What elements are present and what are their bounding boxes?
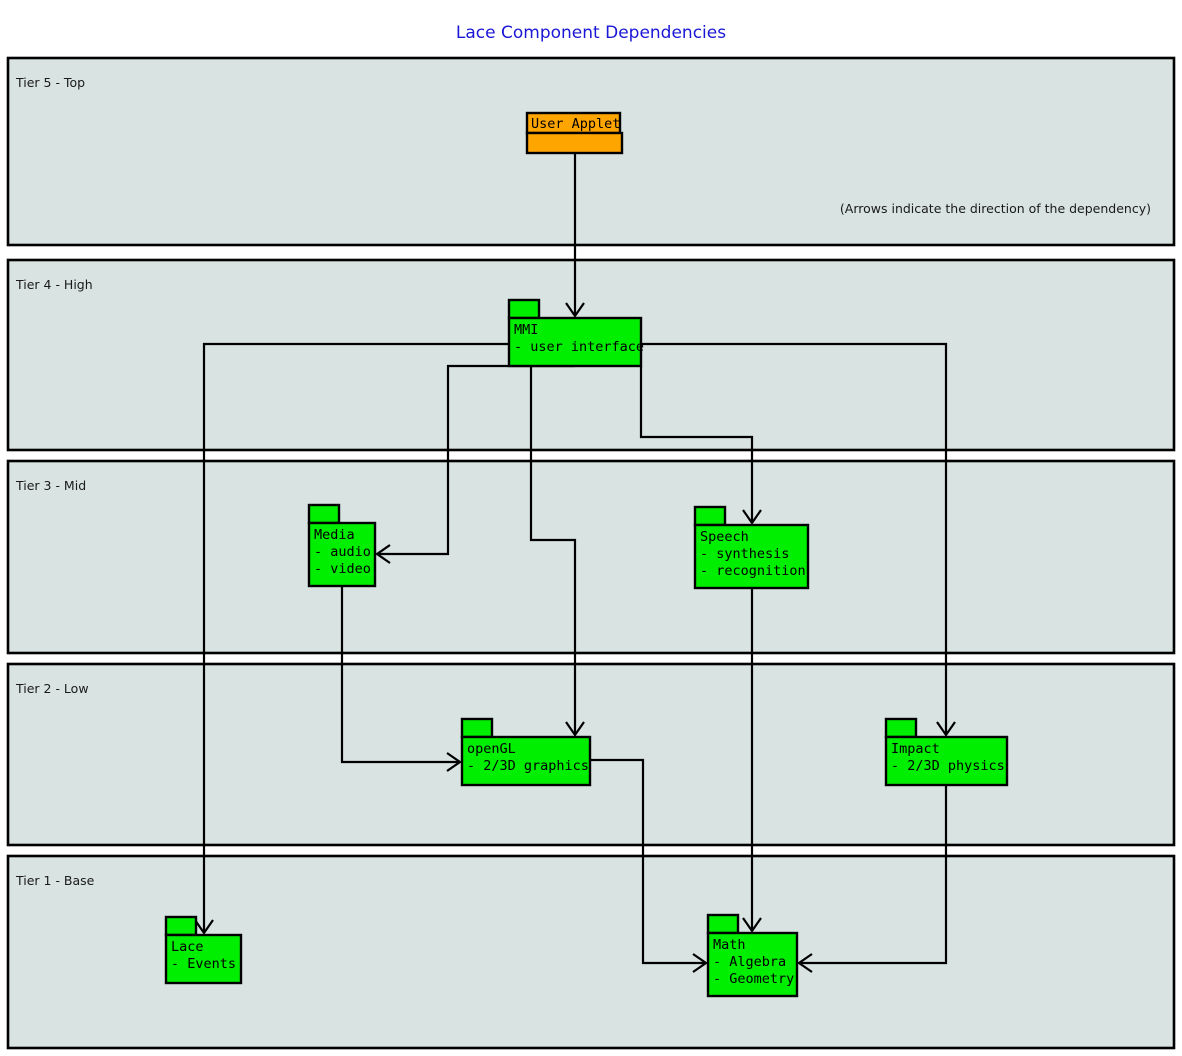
- package-label-media-line-1: - audio: [314, 544, 371, 560]
- package-media[interactable]: Media- audio- video: [307, 503, 377, 588]
- dependency-mmi-to-opengl[interactable]: [529, 366, 585, 737]
- tier-label-tier2: Tier 2 - Low: [15, 681, 89, 696]
- dependency-arrowhead: [565, 302, 585, 318]
- dependency-arrowhead: [797, 953, 813, 973]
- package-tab-lace: [164, 915, 198, 937]
- dependency-arrow-group: [194, 153, 956, 973]
- dependency-arrowhead: [692, 953, 708, 973]
- page-title: Lace Component Dependencies: [456, 23, 726, 43]
- dependency-applet-to-mmi[interactable]: [565, 153, 585, 318]
- package-tab-media: [307, 503, 341, 525]
- dependency-line[interactable]: [801, 785, 948, 965]
- package-label-mmi-line-0: MMI: [514, 322, 538, 338]
- package-impact[interactable]: Impact- 2/3D physics: [884, 717, 1009, 787]
- package-tab-math: [706, 913, 740, 935]
- package-label-math-line-2: - Geometry: [713, 971, 794, 987]
- package-label-impact-line-1: - 2/3D physics: [891, 758, 1005, 774]
- package-lace[interactable]: Lace- Events: [164, 915, 243, 985]
- dependency-mmi-to-impact[interactable]: [641, 342, 956, 737]
- tier-panel-rect: [6, 258, 1176, 452]
- label-group: Lace Component Dependencies (Arrows indi…: [456, 23, 1151, 216]
- dependency-opengl-to-math[interactable]: [590, 758, 708, 973]
- dependency-speech-to-math[interactable]: [742, 588, 762, 933]
- package-label-mmi-line-1: - user interface: [514, 339, 644, 355]
- package-tab-speech: [693, 505, 727, 527]
- dependency-line[interactable]: [590, 758, 704, 965]
- dependency-impact-to-math[interactable]: [797, 785, 948, 973]
- package-opengl[interactable]: openGL- 2/3D graphics: [460, 717, 592, 787]
- dependency-line[interactable]: [202, 342, 509, 931]
- package-mmi[interactable]: MMI- user interface: [507, 298, 644, 368]
- package-label-media-line-0: Media: [314, 527, 355, 543]
- tier-label-tier3: Tier 3 - Mid: [15, 478, 86, 493]
- dependency-arrowhead: [446, 752, 462, 772]
- dependency-line[interactable]: [529, 366, 577, 733]
- package-math[interactable]: Math- Algebra- Geometry: [706, 913, 799, 998]
- package-speech[interactable]: Speech- synthesis- recognition: [693, 505, 810, 590]
- package-user-applet[interactable]: User Applet: [525, 111, 624, 155]
- package-label-impact-line-0: Impact: [891, 741, 940, 757]
- package-body-lace: [164, 933, 243, 985]
- dependency-media-to-opengl[interactable]: [340, 586, 462, 772]
- package-label-math-line-1: - Algebra: [713, 954, 786, 970]
- package-body-speech: [693, 523, 810, 590]
- package-label-opengl-line-1: - 2/3D graphics: [467, 758, 589, 774]
- dependency-arrowhead: [194, 919, 214, 935]
- dependency-arrowhead: [742, 509, 762, 525]
- package-body-opengl: [460, 735, 592, 787]
- package-body-math: [706, 931, 799, 998]
- dependency-arrowhead: [742, 917, 762, 933]
- dependency-mmi-to-speech[interactable]: [639, 366, 762, 525]
- dependency-line[interactable]: [639, 366, 754, 521]
- package-label-lace-line-0: Lace: [171, 939, 204, 955]
- dependency-mmi-to-lace[interactable]: [194, 342, 509, 935]
- package-label-speech-line-0: Speech: [700, 529, 749, 545]
- package-label-speech-line-2: - recognition: [700, 563, 806, 579]
- package-body-media: [307, 521, 377, 588]
- package-tab-mmi: [507, 298, 541, 320]
- tier-label-tier5: Tier 5 - Top: [15, 75, 85, 90]
- dependency-line[interactable]: [641, 342, 948, 733]
- package-tab-opengl: [460, 717, 494, 739]
- tier-label-tier1: Tier 1 - Base: [15, 873, 95, 888]
- tier-panel-tier4: Tier 4 - High: [6, 258, 1176, 452]
- tier-panel-tier3: Tier 3 - Mid: [6, 459, 1176, 655]
- package-label-lace-line-1: - Events: [171, 956, 236, 972]
- dependency-line[interactable]: [340, 586, 458, 764]
- dependency-arrowhead: [375, 544, 391, 564]
- package-tab-impact: [884, 717, 918, 739]
- package-body-mmi: [507, 316, 643, 368]
- legend-note: (Arrows indicate the direction of the de…: [840, 201, 1151, 216]
- tier-label-tier4: Tier 4 - High: [15, 277, 93, 292]
- package-label-math-line-0: Math: [713, 937, 746, 953]
- dependency-arrowhead: [565, 721, 585, 737]
- package-label-user-applet: User Applet: [531, 116, 620, 132]
- package-body-impact: [884, 735, 1009, 787]
- package-label-media-line-2: - video: [314, 561, 371, 577]
- dependency-arrowhead: [936, 721, 956, 737]
- package-label-opengl-line-0: openGL: [467, 741, 516, 757]
- tier-panel-rect: [6, 459, 1176, 655]
- package-body-user-applet: [525, 131, 624, 155]
- package-label-speech-line-1: - synthesis: [700, 546, 789, 562]
